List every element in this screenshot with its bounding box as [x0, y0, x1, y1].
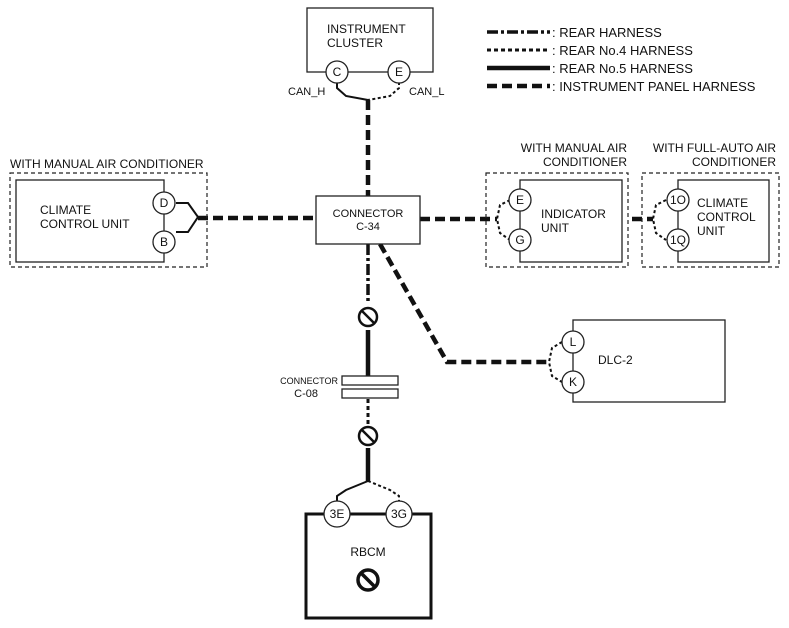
connector-c34-label-2: C-34	[356, 221, 380, 233]
pin-b	[152, 230, 176, 254]
pin-d-label: D	[160, 196, 169, 210]
rbcm: 3E 3G RBCM	[304, 500, 433, 620]
indicator-group-frame	[485, 172, 629, 268]
full-auto-group-frame	[641, 172, 780, 268]
pin-c-label: C	[333, 65, 342, 79]
pin-3e-label: 3E	[330, 507, 345, 521]
connector-c08-label-1: CONNECTOR	[280, 376, 338, 386]
can-h-label: CAN_H	[288, 86, 325, 98]
pin-e	[387, 60, 411, 84]
pin-d	[152, 191, 176, 215]
full-auto-climate-control: WITH FULL-AUTO AIR CONDITIONER CLIMATE C…	[641, 141, 780, 268]
wire-dlc2-pins	[547, 341, 563, 383]
climate-control-label-2: CONTROL UNIT	[40, 217, 130, 231]
instrument-cluster-label-1: INSTRUMENT	[327, 22, 406, 36]
dlc2: DLC-2 L K	[561, 319, 726, 403]
prohibited-icon-lower	[357, 425, 379, 447]
indicator-group-label-2: CONDITIONER	[543, 155, 627, 169]
pin-1o-label: 1O	[670, 193, 686, 207]
instrument-cluster: INSTRUMENT CLUSTER C E CAN_H CAN_L	[288, 7, 444, 98]
legend-rear-harness: : REAR HARNESS	[552, 25, 662, 40]
pin-indicator-g-label: G	[515, 233, 524, 247]
full-auto-label-1: CLIMATE	[697, 196, 748, 210]
climate-control-label-1: CLIMATE	[40, 203, 91, 217]
pin-3g-label: 3G	[391, 507, 407, 521]
can-l-label: CAN_L	[409, 86, 444, 98]
full-auto-unit-box	[677, 179, 770, 263]
full-auto-group-label-1: WITH FULL-AUTO AIR	[653, 141, 776, 155]
pin-1o	[666, 188, 690, 212]
indicator-group-label-1: WITH MANUAL AIR	[521, 141, 628, 155]
full-auto-group-label-2: CONDITIONER	[692, 155, 776, 169]
full-auto-label-2: CONTROL	[697, 210, 756, 224]
pin-indicator-e	[508, 188, 532, 212]
wire-c34-to-dlc2	[378, 242, 549, 365]
connector-c08-label-2: C-08	[294, 388, 318, 400]
full-auto-label-3: UNIT	[697, 224, 726, 238]
pin-l	[561, 330, 585, 354]
pin-3e	[323, 500, 351, 528]
connector-c34-box	[315, 195, 421, 245]
legend: : REAR HARNESS : REAR No.4 HARNESS : REA…	[487, 25, 756, 94]
legend-instrument-panel-harness: : INSTRUMENT PANEL HARNESS	[552, 79, 756, 94]
pin-indicator-e-label: E	[516, 193, 524, 207]
pin-3g	[385, 500, 413, 528]
wire-full-auto-pins	[651, 199, 667, 241]
instrument-cluster-label-2: CLUSTER	[327, 36, 383, 50]
manual-ac-group-label: WITH MANUAL AIR CONDITIONER	[10, 157, 204, 171]
wire-can-h	[336, 82, 369, 101]
pin-k-label: K	[569, 375, 577, 389]
manual-ac-group-frame	[9, 172, 208, 268]
dlc2-box	[572, 319, 726, 403]
pin-b-label: B	[160, 235, 168, 249]
climate-control-unit-box	[15, 179, 165, 263]
pin-1q	[666, 228, 690, 252]
left-climate-control: WITH MANUAL AIR CONDITIONER CLIMATE CONT…	[9, 157, 208, 268]
wire-3g	[367, 480, 400, 502]
pin-k	[561, 370, 585, 394]
pin-l-label: L	[570, 335, 577, 349]
wire-left-pins	[176, 202, 200, 233]
wire-3e	[336, 480, 369, 502]
pin-c	[325, 60, 349, 84]
connector-c08-bottom	[341, 388, 399, 399]
wire-indicator-pins	[495, 199, 511, 241]
connector-c08: CONNECTOR C-08	[280, 375, 399, 400]
rbcm-box	[304, 512, 433, 620]
rbcm-prohibited-icon	[356, 568, 380, 592]
legend-rear-no5-harness: : REAR No.5 HARNESS	[552, 61, 693, 76]
rbcm-label: RBCM	[350, 545, 385, 559]
legend-rear-no4-harness: : REAR No.4 HARNESS	[552, 43, 693, 58]
indicator-unit-box	[519, 179, 623, 263]
indicator-label-1: INDICATOR	[541, 207, 606, 221]
dlc2-label: DLC-2	[598, 353, 633, 367]
indicator-unit: WITH MANUAL AIR CONDITIONER INDICATOR UN…	[485, 141, 629, 268]
prohibited-icon-upper	[357, 306, 379, 328]
connector-c08-top	[341, 375, 399, 386]
instrument-cluster-box	[306, 7, 434, 73]
wire-can-l	[367, 82, 400, 101]
pin-indicator-g	[508, 228, 532, 252]
pin-e-label: E	[395, 65, 403, 79]
pin-1q-label: 1Q	[670, 233, 686, 247]
indicator-label-2: UNIT	[541, 221, 570, 235]
connector-c34-label-1: CONNECTOR	[333, 208, 404, 220]
connector-c34: CONNECTOR C-34	[315, 195, 421, 245]
